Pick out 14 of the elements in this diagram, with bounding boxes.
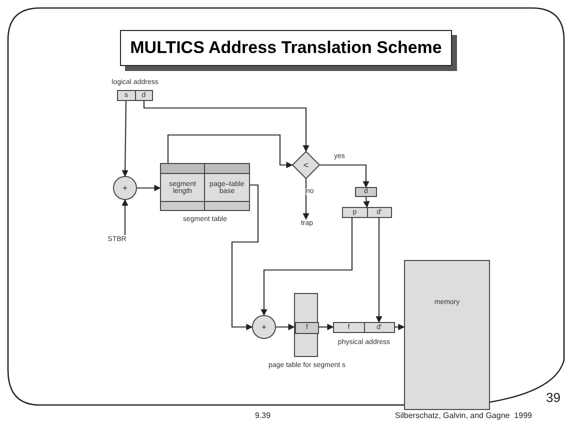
- slide-number: 9.39: [255, 411, 271, 420]
- operator-symbol: +: [260, 322, 268, 332]
- address-register: [333, 322, 395, 333]
- operator-symbol: <: [302, 160, 310, 170]
- comparison-diamond: [292, 151, 320, 179]
- adder-circle: [113, 176, 137, 200]
- adder-circle: [252, 315, 276, 339]
- address-register: [117, 90, 153, 101]
- address-register: [342, 207, 392, 218]
- operator-symbol: +: [121, 183, 129, 193]
- segment-table: [160, 163, 250, 211]
- title: MULTICS Address Translation Scheme: [120, 30, 452, 66]
- page-table: [294, 293, 318, 357]
- page-number: 39: [546, 390, 560, 405]
